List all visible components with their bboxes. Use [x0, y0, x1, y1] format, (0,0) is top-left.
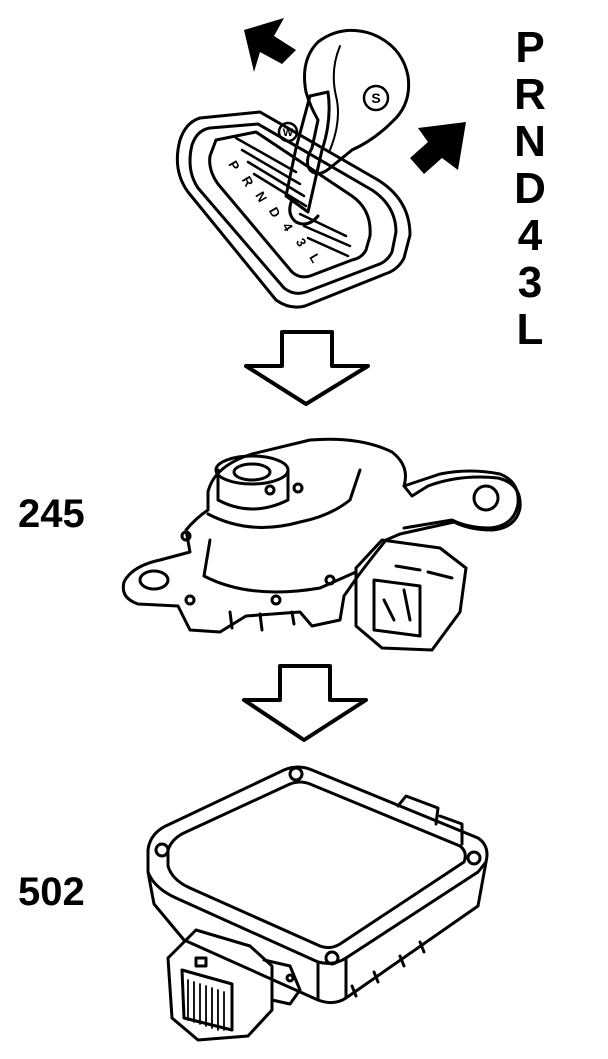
gate-label-p: P [225, 158, 242, 173]
arrow-backward-icon [410, 122, 466, 174]
gate-label-3: 3 [293, 236, 310, 250]
part-number-module: 502 [18, 870, 85, 914]
gate-label-d: D [266, 205, 284, 221]
gear-letter-l: L [516, 305, 544, 354]
gate-label-4: 4 [279, 220, 296, 234]
position-switch [121, 437, 522, 652]
selector-inner-bezel [188, 122, 398, 295]
gear-letter-d: D [514, 164, 546, 213]
arrow-forward-icon [244, 18, 296, 72]
flow-arrow-icon-2 [242, 664, 368, 742]
knob-badge-text: S [371, 90, 380, 106]
gate-label-n: N [252, 189, 270, 205]
gear-letter-p: P [515, 23, 545, 72]
winter-badge-ring [277, 121, 299, 143]
gear-selector [175, 28, 412, 309]
gate-label-l: L [306, 251, 323, 265]
knob-badge-ring [362, 84, 390, 112]
switch-connector [354, 538, 468, 652]
switch-body [121, 437, 522, 634]
flow-arrow-icon-1 [244, 330, 370, 406]
winter-badge-text: W [283, 127, 294, 139]
selector-bezel [175, 110, 412, 309]
gear-letter-4: 4 [517, 211, 543, 260]
control-module [146, 765, 489, 1042]
module-connector [166, 928, 274, 1042]
gear-letter-3: 3 [517, 258, 543, 307]
part-number-switch: 245 [18, 492, 85, 536]
gear-letter-r: R [514, 70, 546, 119]
slot-ridges [234, 136, 352, 258]
gate-plate [208, 130, 372, 279]
gear-letter-n: N [514, 117, 546, 166]
switch-lever [402, 469, 520, 530]
gate-label-r: R [239, 174, 257, 190]
shifter-knob [303, 28, 411, 175]
shifter-stalk [284, 90, 331, 214]
module-top [146, 765, 489, 965]
